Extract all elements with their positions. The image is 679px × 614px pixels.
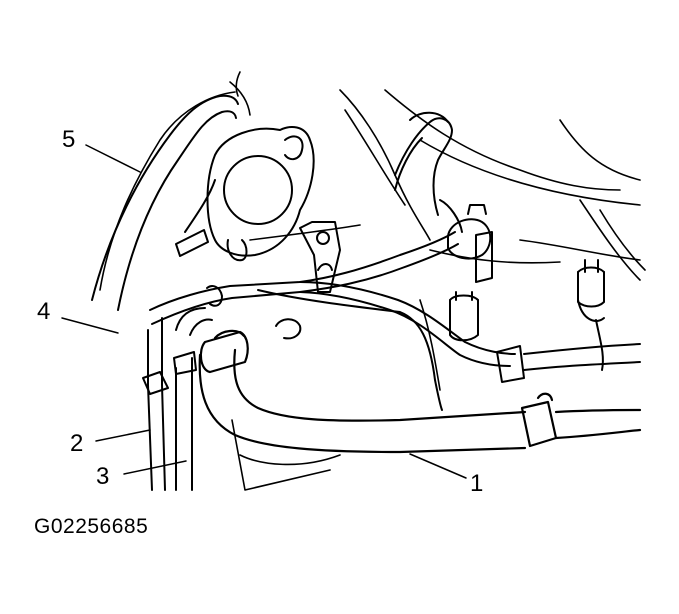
callout-1: 1 <box>470 470 484 497</box>
engine-background-lines <box>99 71 646 491</box>
leader-line-2 <box>95 429 151 442</box>
bolt-studs-drawing <box>449 259 605 371</box>
upper-hose-drawing <box>394 111 493 283</box>
thermostat-housing-drawing <box>206 126 315 262</box>
bracket-drawing <box>299 221 341 293</box>
hose-5-drawing <box>91 94 239 311</box>
valve-cover-drawing <box>257 289 443 411</box>
callout-2: 2 <box>70 430 84 457</box>
main-hose-1-drawing <box>198 329 642 454</box>
vertical-tubes-2-3-drawing <box>142 307 213 491</box>
callout-leader-lines <box>61 144 467 479</box>
leader-line-3 <box>123 460 187 475</box>
figure-identifier: G02256685 <box>34 515 149 538</box>
pipe-4-drawing <box>149 231 641 383</box>
callout-5: 5 <box>62 126 76 153</box>
leader-line-5 <box>85 144 141 173</box>
leader-line-1 <box>409 453 467 479</box>
callout-3: 3 <box>96 463 110 490</box>
callout-4: 4 <box>37 298 51 325</box>
leader-line-4 <box>61 317 119 334</box>
